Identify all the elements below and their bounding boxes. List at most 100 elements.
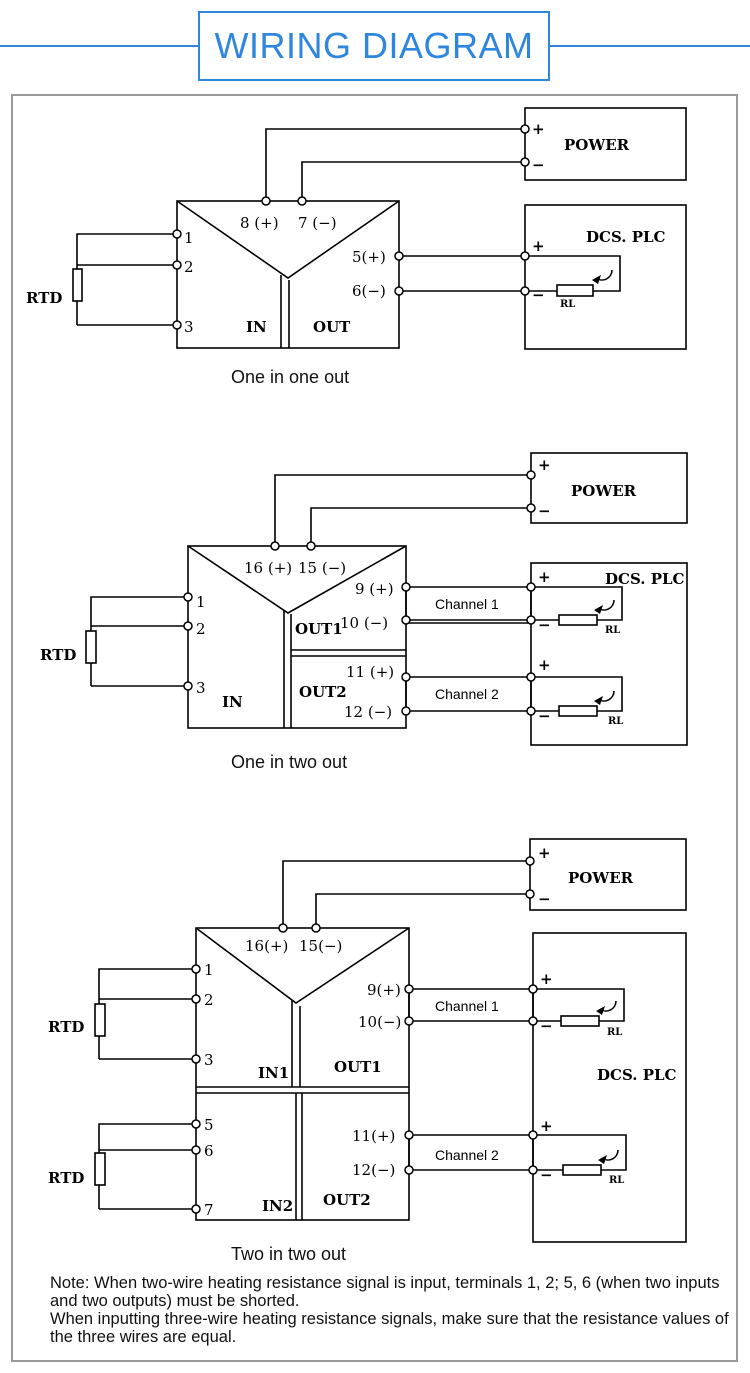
plus-sign: + bbox=[532, 120, 545, 138]
dcs-box bbox=[530, 562, 688, 746]
terminal-9-label: 9 (+) bbox=[355, 580, 394, 598]
module-box bbox=[176, 200, 400, 349]
terminal-3-label: 3 bbox=[184, 318, 194, 336]
power-box bbox=[524, 107, 687, 181]
terminal-15-label: 15(−) bbox=[299, 937, 342, 955]
rl-label: RL bbox=[607, 1027, 622, 1038]
arrowheads bbox=[592, 275, 607, 1164]
terminal-9-label: 9(+) bbox=[367, 981, 401, 999]
channel-1-label: Channel 1 bbox=[435, 596, 499, 612]
minus-sign: − bbox=[538, 616, 551, 634]
rl-label: RL bbox=[605, 625, 620, 636]
terminal-6-label: 6 bbox=[204, 1142, 214, 1160]
minus-sign: − bbox=[532, 156, 545, 174]
rtd-resistor bbox=[85, 630, 97, 664]
in1-label: IN1 bbox=[258, 1064, 289, 1082]
terminal-7-label: 7 (−) bbox=[298, 214, 337, 232]
terminal-15-label: 15 (−) bbox=[298, 559, 346, 577]
module-triangle bbox=[195, 927, 410, 1004]
title-box: WIRING DIAGRAM bbox=[198, 11, 550, 81]
terminal-12-label: 12(−) bbox=[352, 1161, 395, 1179]
plus-sign: + bbox=[540, 970, 553, 988]
terminal-11-label: 11(+) bbox=[352, 1127, 395, 1145]
rl-resistor bbox=[556, 284, 594, 297]
terminal-dots bbox=[172, 124, 538, 1214]
power-box bbox=[530, 452, 688, 524]
out1-label: OUT1 bbox=[295, 620, 343, 638]
rl-resistor bbox=[560, 1015, 600, 1027]
minus-sign: − bbox=[540, 1017, 553, 1035]
terminal-16-label: 16 (+) bbox=[244, 559, 292, 577]
module-triangle bbox=[187, 545, 407, 614]
terminal-3-label: 3 bbox=[196, 679, 206, 697]
minus-sign: − bbox=[538, 707, 551, 725]
minus-sign: − bbox=[538, 502, 551, 520]
plus-sign: + bbox=[538, 656, 551, 674]
terminal-6-label: 6(−) bbox=[352, 282, 386, 300]
out-label: OUT bbox=[313, 318, 351, 336]
rtd-resistor bbox=[72, 268, 83, 302]
plus-sign: + bbox=[540, 1117, 553, 1135]
terminal-3-label: 3 bbox=[204, 1051, 214, 1069]
note-line-2: When inputting three-wire heating resist… bbox=[50, 1310, 729, 1346]
rl-resistor bbox=[558, 705, 598, 717]
terminal-11-label: 11 (+) bbox=[346, 663, 394, 681]
plus-sign: + bbox=[538, 568, 551, 586]
title-line-right bbox=[550, 45, 750, 47]
power-label: POWER bbox=[571, 482, 637, 500]
plus-sign: + bbox=[532, 237, 545, 255]
rtd-label: RTD bbox=[26, 289, 62, 307]
in2-label: IN2 bbox=[262, 1197, 293, 1215]
out1-label: OUT1 bbox=[334, 1058, 382, 1076]
rtd-resistor bbox=[94, 1003, 106, 1037]
rl-resistor bbox=[562, 1164, 602, 1176]
minus-sign: − bbox=[540, 1166, 553, 1184]
dcs-box bbox=[524, 204, 687, 350]
power-box bbox=[529, 838, 687, 911]
terminal-2-label: 2 bbox=[184, 258, 194, 276]
title-line-left bbox=[0, 45, 198, 47]
power-label: POWER bbox=[568, 869, 634, 887]
diagram-frame bbox=[11, 94, 738, 1362]
caption-two-in-two-out: Two in two out bbox=[231, 1244, 346, 1264]
diagram-one-in-one-out bbox=[72, 107, 687, 350]
out2-label: OUT2 bbox=[323, 1191, 371, 1209]
wiring-note: Note: When two-wire heating resistance s… bbox=[50, 1274, 730, 1346]
terminal-5-label: 5 bbox=[204, 1116, 214, 1134]
caption-one-in-one-out: One in one out bbox=[231, 367, 349, 387]
terminal-5-label: 5(+) bbox=[352, 248, 386, 266]
terminal-8-label: 8 (+) bbox=[240, 214, 279, 232]
rtd-resistor bbox=[94, 1152, 106, 1186]
page-title: WIRING DIAGRAM bbox=[214, 25, 534, 66]
power-label: POWER bbox=[564, 136, 630, 154]
terminal-10-label: 10(−) bbox=[358, 1013, 401, 1031]
terminal-7-label: 7 bbox=[204, 1201, 214, 1219]
rtd-label: RTD bbox=[48, 1018, 84, 1036]
rtd-label: RTD bbox=[48, 1169, 84, 1187]
in-label: IN bbox=[246, 318, 267, 336]
rl-resistor bbox=[558, 614, 598, 626]
minus-sign: − bbox=[532, 286, 545, 304]
rl-label: RL bbox=[560, 299, 575, 310]
module-triangle bbox=[176, 200, 400, 279]
terminal-16-label: 16(+) bbox=[245, 937, 288, 955]
plus-sign: + bbox=[538, 456, 551, 474]
caption-one-in-two-out: One in two out bbox=[231, 752, 347, 772]
terminal-12-label: 12 (−) bbox=[344, 703, 392, 721]
terminal-1-label: 1 bbox=[196, 593, 206, 611]
channel-2-label: Channel 2 bbox=[435, 686, 499, 702]
dcs-label: DCS. PLC bbox=[597, 1066, 677, 1084]
out2-label: OUT2 bbox=[299, 683, 347, 701]
terminal-1-label: 1 bbox=[204, 961, 214, 979]
diagram-one-in-two-out bbox=[85, 452, 688, 746]
rl-label: RL bbox=[608, 716, 623, 727]
dcs-label: DCS. PLC bbox=[605, 570, 685, 588]
module-box bbox=[187, 545, 407, 729]
note-line-1: Note: When two-wire heating resistance s… bbox=[50, 1274, 720, 1310]
rtd-label: RTD bbox=[40, 646, 76, 664]
terminal-10-label: 10 (−) bbox=[340, 614, 388, 632]
terminal-1-label: 1 bbox=[184, 229, 194, 247]
terminal-2-label: 2 bbox=[204, 991, 214, 1009]
rl-label: RL bbox=[609, 1175, 624, 1186]
